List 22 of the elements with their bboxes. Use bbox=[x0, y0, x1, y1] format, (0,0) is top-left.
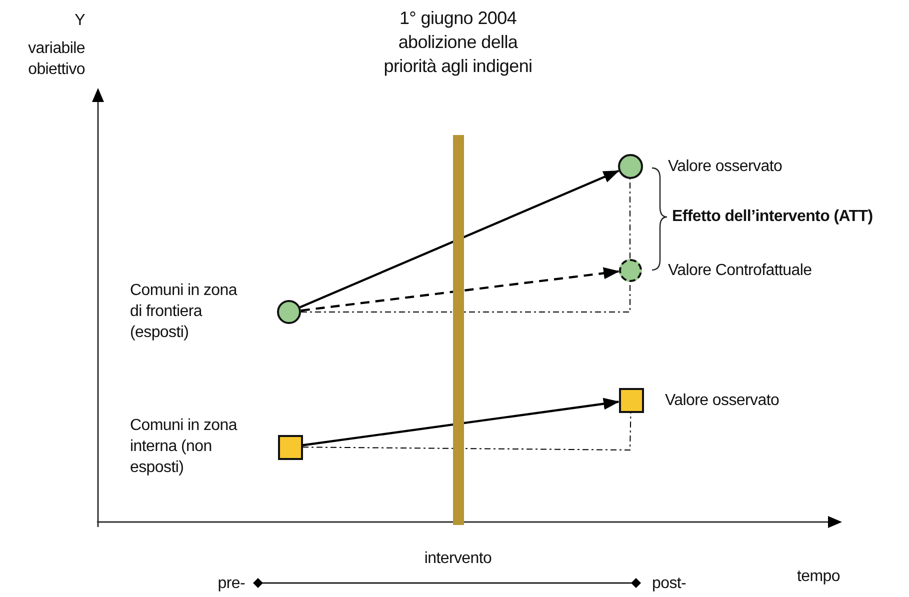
square-marker bbox=[618, 388, 644, 412]
effect-label: Effetto dell’intervento (ATT) bbox=[672, 207, 874, 227]
group-label: Comuni in zona interna (non esposti) bbox=[130, 416, 238, 478]
group-label: Valore Controfattuale bbox=[668, 261, 813, 281]
group-label: Valore osservato bbox=[668, 157, 784, 177]
square-marker bbox=[278, 434, 302, 460]
event-label: 1° giugno 2004 abolizione della priorità agli indigeni bbox=[382, 7, 534, 78]
period-label: post- bbox=[652, 574, 688, 594]
axis-label: intervento bbox=[423, 549, 493, 569]
axis-label: tempo bbox=[796, 567, 840, 587]
arrow bbox=[300, 170, 620, 308]
group-label: Comuni in zona di frontiera (esposti) bbox=[130, 281, 238, 343]
axis-label: variabile obiettivo bbox=[27, 39, 85, 80]
circle-marker bbox=[618, 154, 642, 178]
group-label: Valore osservato bbox=[665, 391, 780, 411]
axis-label: Y bbox=[74, 11, 85, 31]
reference-line bbox=[302, 412, 632, 450]
arrow bbox=[302, 398, 620, 446]
arrow bbox=[300, 267, 620, 312]
circle-marker bbox=[277, 300, 301, 324]
period-label: pre- bbox=[216, 574, 245, 594]
circle-marker bbox=[618, 258, 642, 282]
